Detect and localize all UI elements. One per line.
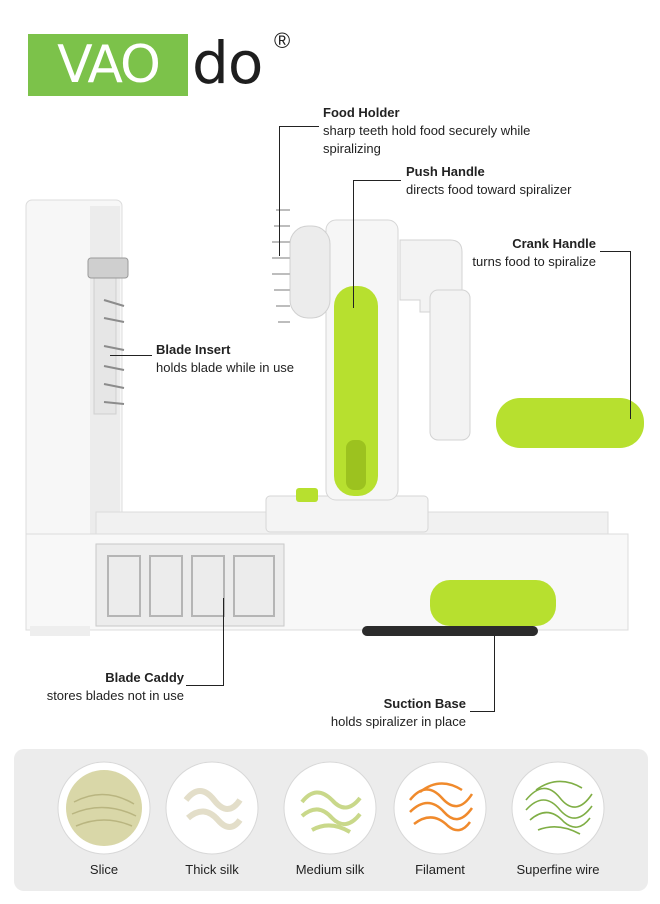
brand-logo: VAO do ®	[28, 28, 298, 98]
cut-item-filament: Filament	[390, 760, 490, 890]
thick-silk-bowl-icon	[165, 761, 259, 855]
cut-item-slice: Slice	[54, 760, 154, 890]
cut-item-superfine-wire: Superfine wire	[500, 760, 616, 890]
filament-bowl-icon	[393, 761, 487, 855]
base-lever	[430, 580, 556, 626]
callout-title: Blade Insert	[156, 342, 231, 357]
food-holder-teeth	[272, 209, 290, 323]
logo-green-box: VAO	[28, 34, 188, 96]
callout-push-handle: Push Handle directs food toward spiraliz…	[406, 163, 636, 199]
food-holder-plate	[289, 225, 331, 319]
callout-suction-base: Suction Base holds spiralizer in place	[286, 695, 466, 731]
cut-label: Thick silk	[185, 862, 239, 877]
push-handle-shape	[334, 286, 378, 496]
cut-label: Medium silk	[295, 862, 365, 877]
leader-suction-base-v	[494, 636, 495, 712]
callout-line: holds spiralizer in place	[330, 714, 466, 729]
leader-suction-base-h	[470, 711, 494, 712]
callout-line: stores blades not in use	[46, 688, 184, 703]
crank-handle-shape	[496, 398, 644, 448]
blade-teeth	[103, 299, 125, 405]
callout-title: Suction Base	[383, 696, 466, 711]
callout-blade-insert: Blade Insert holds blade while in use	[156, 341, 336, 377]
callout-title: Food Holder	[323, 105, 400, 120]
cut-label: Superfine wire	[516, 862, 600, 877]
spiralizer-illustration	[25, 199, 644, 636]
callout-line: spiralizing	[323, 141, 381, 156]
crank-arm-vertical	[429, 289, 471, 441]
push-handle-slot	[346, 440, 366, 490]
callout-line: sharp teeth hold food securely while	[323, 123, 531, 138]
callout-line: turns food to spiralize	[472, 254, 596, 269]
leader-push-handle-v	[353, 180, 354, 308]
caddy-blades	[107, 555, 275, 617]
callout-food-holder: Food Holder sharp teeth hold food secure…	[323, 104, 583, 158]
callout-line: holds blade while in use	[156, 360, 295, 375]
cut-item-thick-silk: Thick silk	[162, 760, 262, 890]
cut-item-medium-silk: Medium silk	[280, 760, 380, 890]
leader-blade-caddy-v	[223, 598, 224, 686]
cut-label: Slice	[89, 862, 119, 877]
callout-crank-handle: Crank Handle turns food to spiralize	[420, 235, 596, 271]
callout-line: directs food toward spiralizer	[406, 182, 572, 197]
superfine-wire-bowl-icon	[511, 761, 605, 855]
callout-title: Blade Caddy	[105, 670, 184, 685]
push-stand	[265, 495, 429, 533]
medium-silk-bowl-icon	[283, 761, 377, 855]
suction-base-shape	[362, 626, 538, 636]
cut-label: Filament	[415, 862, 465, 877]
base-foot	[30, 626, 90, 636]
logo-box-text: VAO	[57, 35, 161, 95]
leader-crank-handle-h	[600, 251, 630, 252]
callout-title: Crank Handle	[512, 236, 596, 251]
callout-blade-caddy: Blade Caddy stores blades not in use	[20, 669, 184, 705]
callout-title: Push Handle	[406, 164, 485, 179]
leader-blade-insert	[110, 355, 152, 356]
leader-crank-handle-v	[630, 251, 631, 419]
slice-bowl-icon	[57, 761, 151, 855]
registered-mark: ®	[274, 28, 291, 53]
blade-insert-top	[87, 257, 129, 279]
leader-push-handle-h	[353, 180, 401, 181]
leader-blade-caddy-h	[186, 685, 224, 686]
leader-food-holder-v	[279, 126, 280, 256]
logo-tail-text: do	[192, 29, 263, 97]
push-stand-button	[296, 488, 318, 502]
blade-caddy-shape	[95, 543, 285, 627]
leader-food-holder-h	[279, 126, 319, 127]
